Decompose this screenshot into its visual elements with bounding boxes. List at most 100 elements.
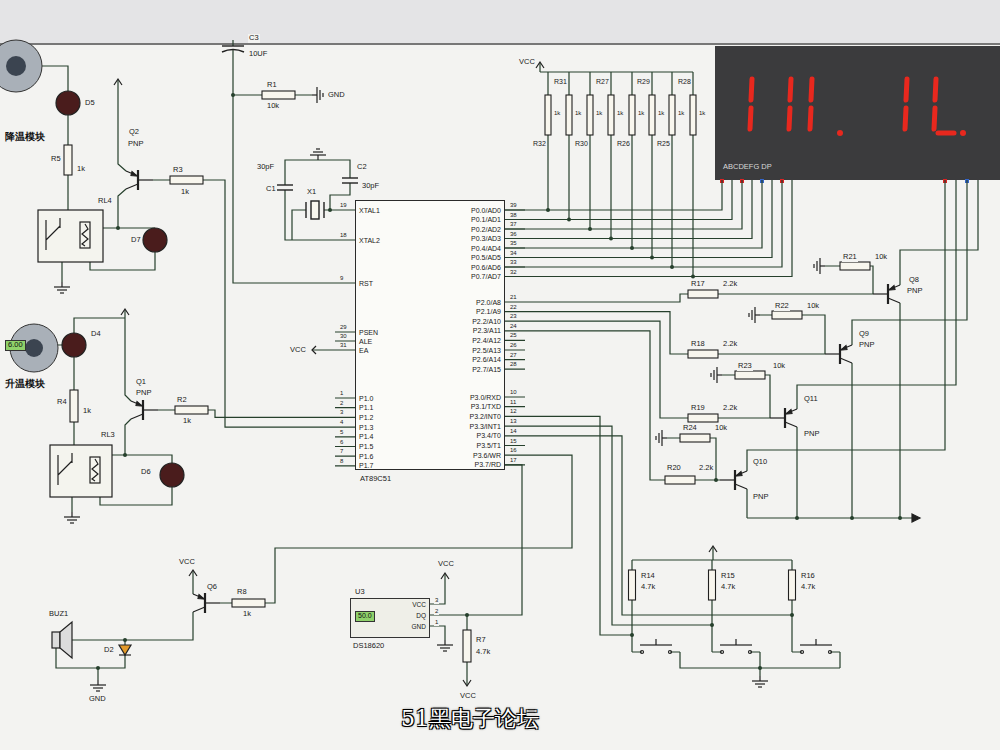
seven-segment-display: ABCDEFG DP <box>715 48 1000 180</box>
pin-number: 18 <box>339 232 348 239</box>
part-label: 2.2k <box>722 340 738 349</box>
display-panel <box>750 79 954 133</box>
pin-name: P1.5 <box>359 443 373 452</box>
pin-number: 32 <box>509 269 518 276</box>
part-label: R28 <box>677 78 692 86</box>
display-panel <box>938 131 954 136</box>
part-label: VCC <box>437 560 455 569</box>
pin-name: P1.1 <box>359 404 373 413</box>
pin-number: 14 <box>509 428 518 435</box>
part-label: VCC <box>518 58 536 67</box>
pin-name: P2.3/A11 <box>473 327 501 336</box>
window-frame <box>0 43 1000 45</box>
signal-wire <box>505 180 792 277</box>
pin-number: 13 <box>509 418 518 425</box>
wire <box>58 310 335 512</box>
pushbutton-symbol <box>655 639 656 645</box>
resistor-symbol <box>64 145 72 175</box>
part-label: R17 <box>690 280 706 289</box>
resistor-symbol <box>170 176 203 184</box>
resistor-symbol <box>649 95 655 135</box>
ground-symbol <box>749 307 760 323</box>
part-label: D5 <box>84 99 96 108</box>
value-label: 1k <box>677 110 685 117</box>
pushbutton-symbol <box>801 651 804 654</box>
junction-dot <box>123 638 127 642</box>
junction-dot <box>96 93 902 670</box>
part-label: PNP <box>752 493 769 502</box>
junction-dot <box>795 516 799 520</box>
led-symbol <box>119 645 131 655</box>
pin-number: 3 <box>434 597 439 604</box>
capacitor-crystal <box>305 202 306 218</box>
part-label: R22 <box>774 302 790 311</box>
part-label: 10k <box>266 102 280 111</box>
part-number: AT89C51 <box>360 474 391 483</box>
part-label: Q6 <box>206 583 218 592</box>
pin-name: EA <box>359 347 368 356</box>
capacitor-crystal <box>342 177 358 178</box>
pin-name: P2.2/A10 <box>472 318 501 327</box>
resistor-symbol <box>688 290 718 298</box>
pin-name: P1.7 <box>359 462 373 471</box>
part-label: D7 <box>130 236 142 245</box>
junction-dot <box>710 623 714 627</box>
power-terminal <box>709 546 717 552</box>
display-panel <box>837 130 843 136</box>
wire <box>233 40 350 350</box>
part-label: R30 <box>574 140 589 148</box>
part-label: C3 <box>248 34 260 43</box>
part-label: PNP <box>858 341 875 350</box>
wire <box>56 455 572 680</box>
pin-name: RST <box>359 280 373 289</box>
wire <box>525 180 945 518</box>
display-panel <box>811 79 812 100</box>
temperature-readout: 50.0 <box>355 611 375 622</box>
capacitor-crystal <box>311 201 319 219</box>
value-label: 1k <box>553 110 561 117</box>
ground-symbol <box>64 512 80 523</box>
transistor-symbol <box>770 408 797 428</box>
power-terminal <box>114 79 122 85</box>
pin-name: P0.5/AD5 <box>471 254 501 263</box>
transistor-symbol <box>126 170 153 190</box>
pin-name: P1.4 <box>359 433 373 442</box>
motor-fan <box>25 339 43 357</box>
pushbutton-symbol <box>669 651 672 654</box>
pin-number: 2 <box>434 608 439 615</box>
junction-dot <box>898 516 902 520</box>
buzzer-symbol <box>60 622 72 658</box>
part-reference: U3 <box>355 587 365 596</box>
pushbutton-symbol <box>735 639 736 645</box>
part-label: 4.7k <box>800 583 816 592</box>
capacitor-crystal <box>323 202 324 218</box>
pin-name: P2.1/A9 <box>476 308 501 317</box>
pin-name: P3.2/INT0 <box>469 413 501 422</box>
pin-legend: ABCDEFG DP <box>723 162 772 171</box>
value-label: 1k <box>698 110 706 117</box>
led-symbol <box>62 333 86 357</box>
microcontroller-chip: XTAL1XTAL2RSTPSENALEEAP1.0P1.1P1.2P1.3P1… <box>355 200 505 470</box>
pin-name: P2.5/A13 <box>472 347 501 356</box>
junction-dot <box>123 453 127 457</box>
resistor-symbol <box>566 95 572 135</box>
part-label: Q1 <box>135 378 147 387</box>
pin-name: P0.7/AD7 <box>471 273 501 282</box>
part-number: DS18620 <box>353 641 384 650</box>
part-label: R7 <box>475 636 487 645</box>
part-label: Q11 <box>803 395 819 404</box>
pin-name: P3.5/T1 <box>476 442 501 451</box>
pin-number: 3 <box>339 409 344 416</box>
pin-name: P3.1/TXD <box>471 403 501 412</box>
power-terminal <box>114 62 920 686</box>
part-label: 2.2k <box>698 464 714 473</box>
power-terminal <box>463 680 471 686</box>
part-label: C1 <box>265 185 277 194</box>
part-label: 4.7k <box>720 583 736 592</box>
part-label: R8 <box>236 588 248 597</box>
part-label: R19 <box>690 404 706 413</box>
part-label: R18 <box>690 340 706 349</box>
ground-symbol <box>752 676 768 687</box>
ground-symbol <box>814 258 825 274</box>
part-label: D4 <box>90 330 102 339</box>
